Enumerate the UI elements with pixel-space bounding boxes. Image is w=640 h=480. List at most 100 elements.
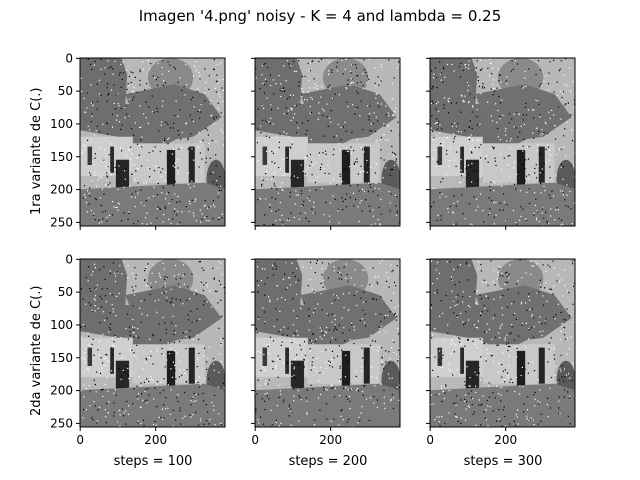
noise-px	[134, 205, 136, 208]
noise-px	[165, 329, 167, 331]
noise-px	[346, 274, 348, 276]
noise-px	[145, 117, 147, 119]
noise-px	[533, 424, 535, 426]
noise-px	[476, 180, 478, 182]
noise-px	[223, 144, 225, 146]
noise-px	[437, 376, 439, 378]
noise-px	[306, 400, 308, 402]
noise-px	[262, 82, 264, 84]
noise-px	[328, 263, 330, 265]
noise-px	[490, 260, 492, 262]
noise-px	[113, 411, 115, 414]
noise-px	[512, 381, 514, 384]
noise-px	[174, 68, 176, 70]
noise-px	[385, 350, 387, 352]
noise-px	[279, 219, 281, 221]
noise-px	[294, 332, 296, 334]
noise-px	[308, 69, 310, 72]
noise-px	[518, 113, 521, 116]
noise-px	[275, 367, 277, 369]
noise-px	[368, 58, 370, 60]
noise-px	[106, 216, 108, 218]
noise-px	[138, 393, 140, 395]
noise-px	[564, 269, 566, 271]
noise-px	[323, 389, 325, 391]
noise-px	[474, 291, 476, 293]
noise-px	[181, 89, 183, 92]
noise-px	[543, 80, 545, 82]
noise-px	[144, 267, 147, 270]
noise-px	[161, 192, 163, 194]
noise-px	[176, 214, 178, 216]
noise-px	[517, 280, 519, 282]
noise-px	[272, 79, 275, 81]
noise-px	[491, 199, 493, 201]
noise-px	[460, 111, 462, 113]
noise-px	[380, 296, 382, 298]
noise-px	[397, 121, 399, 123]
noise-px	[527, 362, 529, 364]
noise-px	[308, 154, 310, 156]
noise-px	[470, 223, 472, 225]
noise-px	[475, 391, 477, 393]
noise-px	[189, 114, 191, 116]
noise-px	[113, 341, 115, 343]
noise-px	[192, 96, 194, 98]
noise-px	[539, 402, 541, 404]
noise-px	[120, 378, 122, 380]
noise-px	[438, 393, 440, 395]
noise-px	[164, 82, 166, 84]
noise-px	[497, 371, 500, 373]
noise-px	[540, 420, 542, 422]
noise-px	[314, 271, 316, 274]
noise-px	[220, 338, 222, 340]
noise-px	[549, 177, 551, 179]
noise-px	[499, 116, 501, 118]
noise-px	[297, 334, 299, 337]
noise-px	[476, 374, 478, 376]
noise-px	[345, 263, 347, 265]
noise-px	[495, 420, 498, 422]
noise-px	[290, 408, 292, 410]
noise-px	[269, 74, 272, 76]
noise-px	[438, 359, 440, 361]
noise-px	[499, 117, 501, 120]
noise-px	[290, 177, 292, 179]
noise-px	[506, 76, 508, 78]
roof-right	[300, 285, 397, 345]
noise-px	[536, 210, 538, 212]
noise-px	[538, 403, 540, 405]
noise-px	[469, 120, 471, 122]
noise-px	[90, 290, 92, 292]
noise-px	[350, 388, 353, 390]
noise-px	[513, 314, 515, 316]
noise-px	[125, 69, 128, 71]
noise-px	[375, 299, 377, 301]
noise-px	[548, 146, 550, 148]
noise-px	[536, 143, 539, 145]
noise-px	[464, 381, 466, 383]
noise-px	[450, 352, 452, 355]
noise-px	[147, 283, 149, 285]
noise-px	[548, 72, 550, 74]
noise-px	[560, 330, 562, 332]
noise-px	[365, 398, 368, 400]
noise-px	[276, 188, 278, 190]
noise-px	[492, 67, 494, 69]
window-1	[262, 347, 268, 366]
noise-px	[175, 161, 177, 163]
noise-px	[337, 208, 339, 210]
noise-px	[139, 407, 142, 409]
noise-px	[535, 99, 537, 101]
roof-right	[300, 84, 397, 144]
noise-px	[468, 392, 470, 394]
noise-px	[337, 272, 339, 274]
noise-px	[486, 154, 488, 157]
noise-px	[200, 418, 202, 420]
noise-px	[563, 146, 565, 148]
noise-px	[160, 381, 162, 383]
noise-px	[214, 206, 216, 208]
noise-px	[539, 114, 541, 116]
noise-px	[178, 376, 181, 378]
noise-px	[173, 342, 175, 344]
